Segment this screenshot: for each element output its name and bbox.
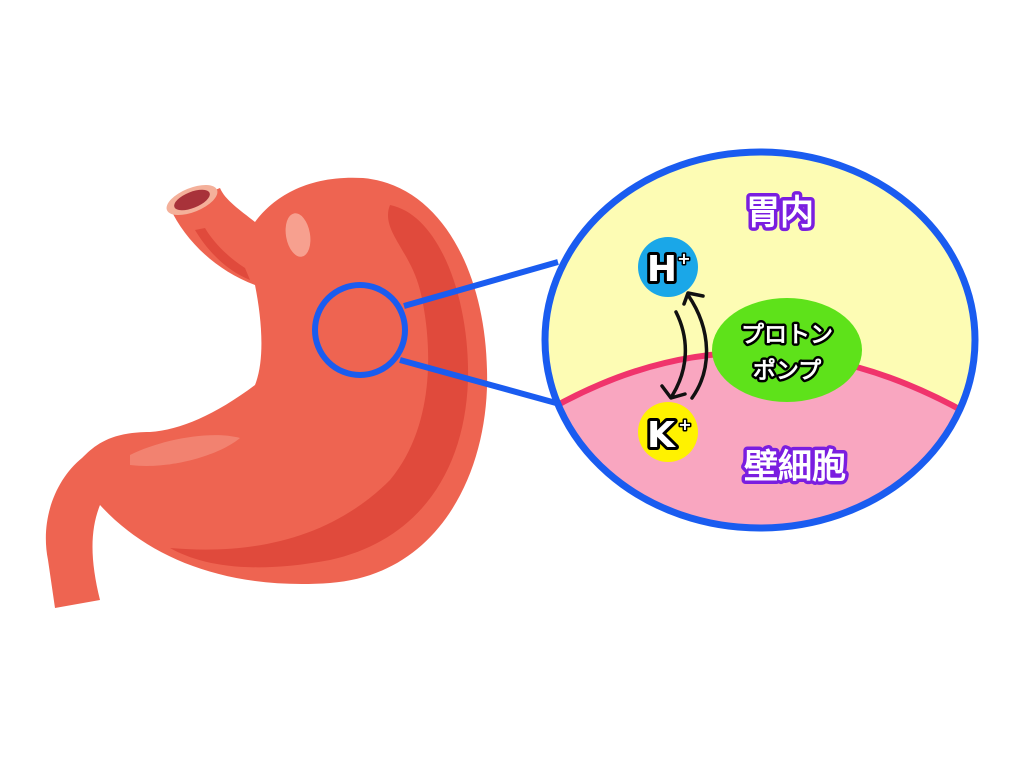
stomach-highlight — [285, 213, 311, 257]
arrow-up-icon — [682, 291, 709, 400]
potassium-ion — [638, 402, 698, 462]
magnifier-circle — [312, 282, 408, 378]
proton-pump — [712, 298, 862, 402]
esophagus-lumen — [174, 189, 210, 211]
arrow-down-icon — [660, 310, 687, 400]
proton-pump-label-1: プロトン — [741, 322, 833, 348]
stomach-lumen-label: 胃内 — [746, 193, 814, 233]
potassium-charge: + — [678, 415, 691, 434]
magnifier-line-top — [403, 259, 559, 309]
zoom-view: プロトン ポンプ H + K + 胃内 壁細胞 — [541, 148, 979, 532]
magnifier-line-bottom — [399, 357, 557, 406]
proton-pump-label-2: ポンプ — [753, 357, 822, 384]
hydrogen-ion-label: H — [647, 249, 677, 290]
stomach-shade — [170, 205, 469, 568]
potassium-ion-label: K — [647, 415, 676, 456]
stomach-highlight-lower — [130, 435, 240, 466]
parietal-cell-label: 壁細胞 — [744, 447, 846, 487]
exchange-arrows — [660, 291, 709, 400]
esophagus-shade — [195, 228, 250, 280]
stomach-illustration — [45, 177, 488, 609]
zoom-view-border — [541, 148, 979, 532]
hydrogen-ion — [638, 237, 698, 297]
magnifier — [312, 259, 559, 406]
hydrogen-charge: + — [677, 249, 690, 268]
